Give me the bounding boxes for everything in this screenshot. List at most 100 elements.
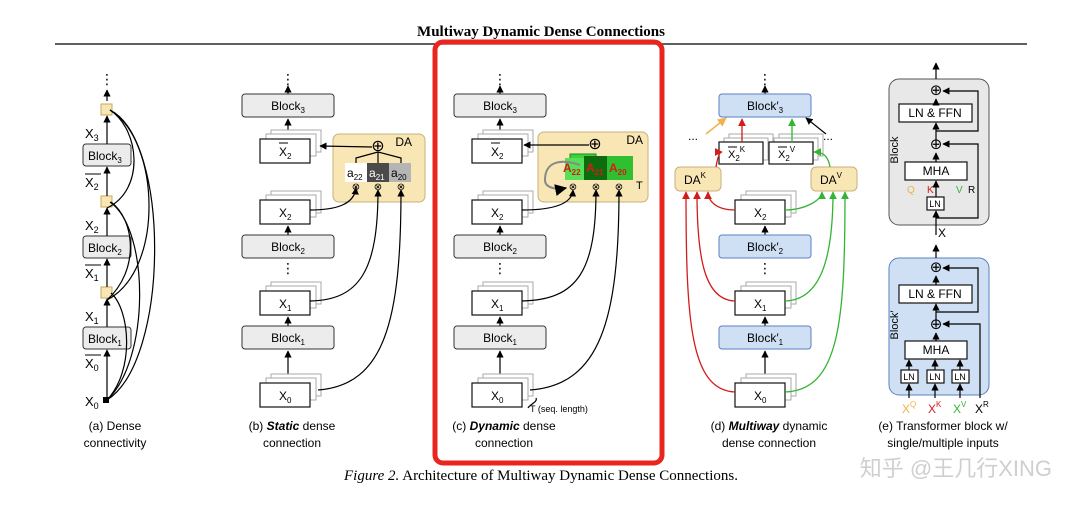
d-dav-box (810, 166, 858, 192)
c-da-label: DA (626, 133, 643, 147)
e-bottom-lnffn-label: LN & FFN (908, 287, 961, 301)
c-block-1-label: Block1 (483, 331, 517, 347)
b-block-3 (241, 93, 335, 118)
e-bottom-residual-1 (942, 320, 981, 398)
e-bottom-ln-q-label: LN (903, 372, 915, 382)
c-da-plus: ⊕ (588, 136, 601, 153)
panel-e: ⊕ LN & FFN ⊕ MHA LN Block Q K V R X ⊕ LN… (878, 62, 1008, 450)
d-x0-box (734, 382, 786, 408)
c-a20: A20 (609, 161, 627, 177)
d-arrow-x0-dak (682, 191, 736, 393)
d-caption-1: (d) Multiway dynamic (711, 419, 828, 433)
c-seq-brace (527, 397, 537, 409)
e-top-x: X (938, 226, 946, 240)
e-top-r: R (968, 185, 975, 196)
b-arrow-x0-da (317, 189, 405, 391)
d-x2v-label: X2V (778, 145, 796, 163)
b-caption-2: connection (263, 436, 321, 450)
b-x0-label: X0 (279, 389, 292, 405)
a-node-0 (103, 397, 109, 403)
c-t-label: T (636, 180, 643, 192)
a-skip-2-3 (106, 109, 135, 209)
e-xq: XQ (902, 400, 916, 416)
b-block-2 (241, 234, 335, 259)
e-top-v: V (956, 185, 963, 196)
b-x2-box (259, 199, 311, 225)
d-x1-box (734, 290, 786, 316)
a-skip-1-3 (106, 109, 150, 301)
d-arrow-x1-dak (693, 191, 736, 302)
b-mul-3: ⊗ (397, 182, 405, 193)
c-x1-label: X1 (491, 297, 504, 313)
panel-c: ⋮ Block3 X2 DA ⊕ A22 A21 A20 ⊗ ⊗ ⊗ T X2 … (432, 39, 665, 466)
b-caption-1: (b) Static dense (249, 419, 336, 433)
d-arrow-x2-dav (784, 191, 826, 211)
d-x1-label: X1 (754, 297, 767, 313)
a-x1: X1 (85, 309, 99, 326)
b-a22-cell (345, 163, 367, 182)
e-bottom-ln-v-label: LN (954, 372, 966, 382)
panel-d: ⋮ Block′3 ... ... X2K X2V DAK DAV X2 (674, 71, 858, 450)
d-dav-label: DAV (820, 171, 843, 187)
c-a21: A21 (586, 161, 604, 177)
a-block-2-label: Block2 (88, 241, 122, 257)
d-block-1 (718, 325, 812, 350)
watermark: 知乎 @王几行XING (860, 456, 1052, 481)
c-mul-1: ⊗ (569, 182, 577, 193)
a-x3: X3 (85, 126, 99, 143)
b-x2bar-label: X2 (279, 145, 292, 161)
c-x1-box (471, 290, 523, 316)
b-arrow-x2-da (309, 187, 359, 211)
e-top-ln-label: LN (929, 199, 941, 209)
b-x2-label: X2 (279, 206, 292, 222)
b-dots-top: ⋮ (281, 71, 295, 87)
e-bottom-mha-label: MHA (923, 343, 950, 357)
d-ellipsis-left: ... (688, 129, 698, 143)
b-x0-box (259, 382, 311, 408)
a-caption-1: (a) Dense (89, 419, 142, 433)
b-da-plus: ⊕ (371, 138, 384, 155)
c-mul-2: ⊗ (592, 182, 600, 193)
d-dots-top: ⋮ (758, 71, 772, 87)
e-top-residual-1 (936, 140, 979, 219)
c-arrow-x2-da (521, 189, 577, 211)
b-x1-box (259, 290, 311, 316)
b-block-1-label: Block1 (271, 331, 305, 347)
b-mul-2: ⊗ (374, 182, 382, 193)
c-seq-label: T (seq. length) (530, 404, 588, 414)
b-block-3-label: Block3 (271, 99, 305, 115)
e-top-k: K (927, 185, 934, 196)
c-x2-box (471, 199, 523, 225)
e-top-q: Q (907, 185, 915, 196)
e-xk: XK (928, 400, 942, 416)
b-dots-mid: ⋮ (281, 260, 295, 276)
a-x2: X2 (85, 218, 99, 235)
c-x2-label: X2 (491, 206, 504, 222)
panel-b: ⋮ Block3 X2 DA ⊕ a22 a21 a20 ⊗ ⊗ ⊗ X2 Bl… (241, 71, 426, 450)
c-block-3-label: Block3 (483, 99, 517, 115)
c-block-2-label: Block2 (483, 240, 517, 256)
e-bottom-block-label: Block′ (889, 311, 901, 340)
b-block-1 (241, 325, 335, 350)
e-xv: XV (953, 400, 967, 416)
a-agg-3 (100, 103, 113, 116)
d-dots-mid: ⋮ (758, 260, 772, 276)
d-arrow-dak-x2k (714, 148, 723, 168)
d-caption-2: dense connection (722, 436, 816, 450)
c-dots-top: ⋮ (493, 71, 507, 87)
b-a20: a20 (391, 166, 407, 182)
a-x0: X0 (85, 394, 99, 411)
c-x2bar-label: X2 (491, 145, 504, 161)
a-xbar2: X2 (85, 175, 99, 192)
b-x1-label: X1 (279, 297, 292, 313)
d-arrow-r (805, 117, 827, 135)
c-a22: A22 (563, 161, 581, 177)
e-top-plus-1: ⊕ (930, 82, 943, 99)
e-top-plus-2: ⊕ (930, 136, 943, 153)
d-x2-label: X2 (754, 206, 767, 222)
d-block-2 (718, 234, 812, 259)
d-arrow-dav-x2v (813, 148, 831, 168)
b-block-2-label: Block2 (271, 240, 305, 256)
d-block-1-label: Block′1 (747, 331, 784, 347)
c-dynamic-loop (543, 160, 581, 196)
